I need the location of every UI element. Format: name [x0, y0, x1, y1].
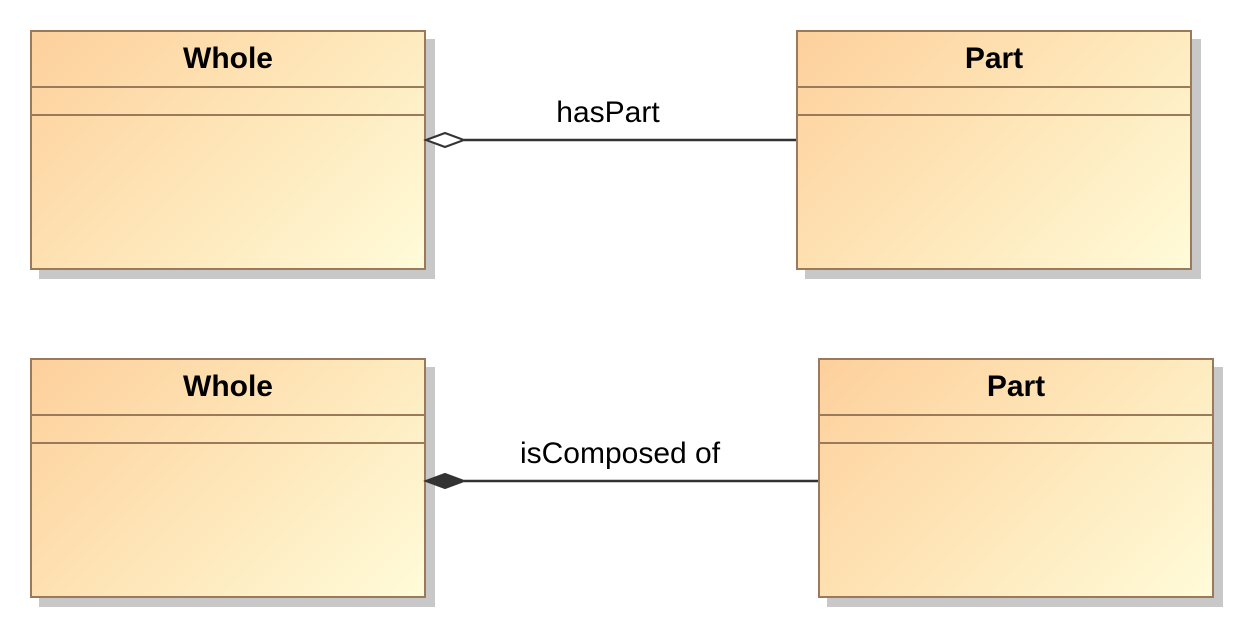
association-label-composition: isComposed of [519, 437, 721, 470]
part-class-aggregation[interactable]: Part [796, 30, 1192, 270]
attributes-compartment [798, 88, 1190, 116]
part-class-composition[interactable]: Part [818, 358, 1214, 598]
whole-class-aggregation[interactable]: Whole [30, 30, 426, 270]
class-name: Part [820, 360, 1212, 416]
whole-class-composition[interactable]: Whole [30, 358, 426, 598]
association-label-aggregation: hasPart [556, 96, 660, 129]
class-name: Whole [32, 360, 424, 416]
class-name: Part [798, 32, 1190, 88]
attributes-compartment [32, 416, 424, 444]
class-name: Whole [32, 32, 424, 88]
filled-diamond-icon [423, 472, 467, 490]
hollow-diamond-icon [423, 131, 467, 149]
attributes-compartment [32, 88, 424, 116]
attributes-compartment [820, 416, 1212, 444]
